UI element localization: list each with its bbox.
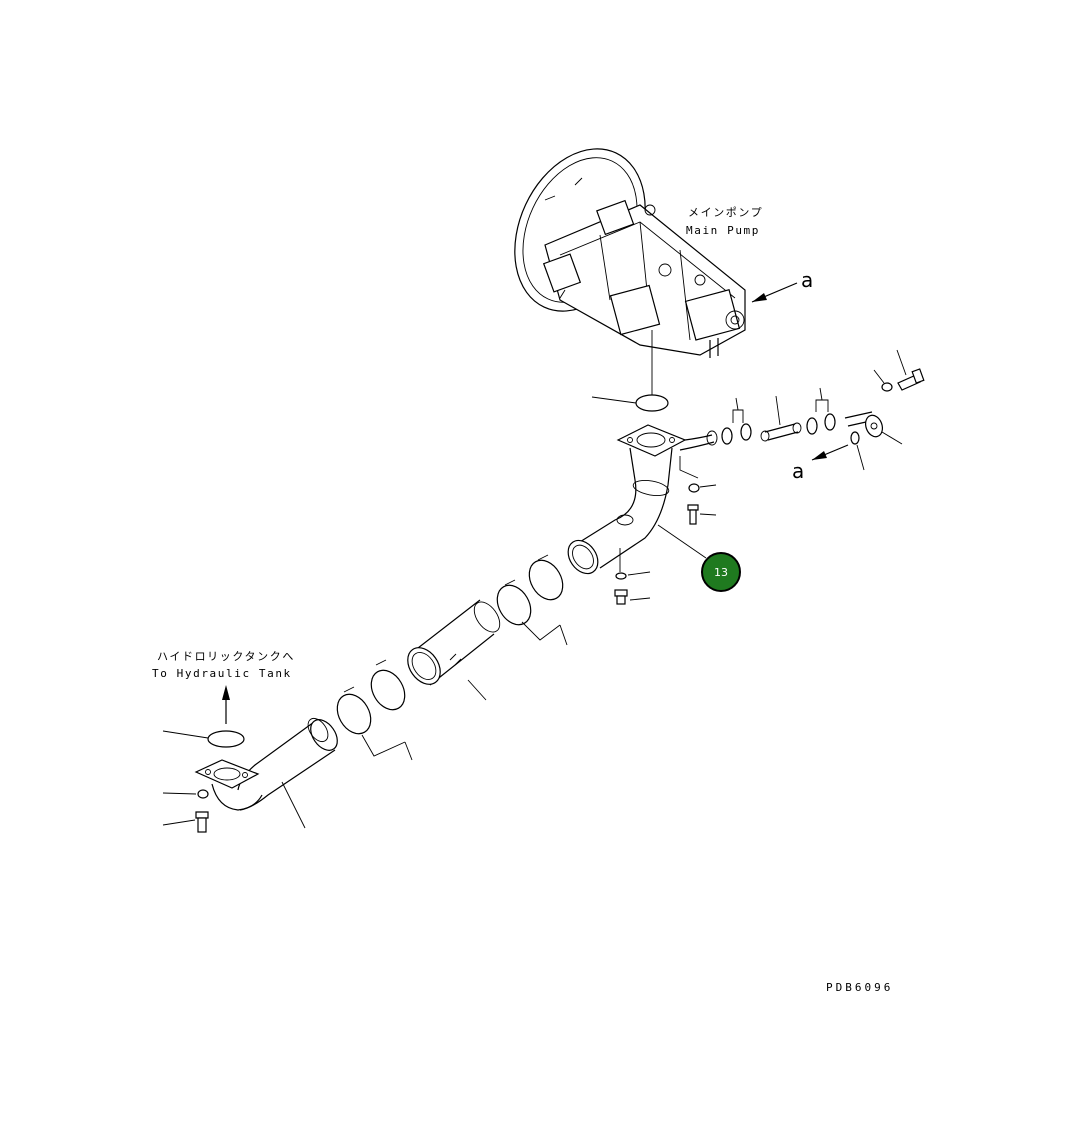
drain-hose-assembly xyxy=(721,349,925,471)
main-pump xyxy=(514,148,746,395)
main-pump-label-en: Main Pump xyxy=(686,224,760,237)
rubber-hose xyxy=(407,599,501,701)
arrow-up-icon xyxy=(222,685,230,724)
upper-elbow-pipe xyxy=(567,424,718,575)
lower-clamps xyxy=(336,659,413,761)
callout-number: 13 xyxy=(714,566,728,579)
lower-elbow-pipe xyxy=(194,717,338,829)
view-arrow-icon xyxy=(751,282,798,303)
o-ring-pump xyxy=(591,394,669,412)
washer-bolt-upper xyxy=(679,456,717,525)
main-pump-label-jp: メインポンプ xyxy=(688,206,763,219)
washer-bolt-lower xyxy=(162,789,209,833)
plug-bolt-lower xyxy=(614,571,651,605)
tank-label-jp: ハイドロリックタンクへ xyxy=(157,650,295,663)
o-ring-lower xyxy=(162,730,245,748)
drawing-code: PDB6096 xyxy=(826,981,893,994)
view-a-label-bottom: a xyxy=(792,459,804,483)
view-a-label-top: a xyxy=(801,268,813,292)
view-arrow-icon xyxy=(811,444,849,461)
tank-label-en: To Hydraulic Tank xyxy=(152,667,292,680)
callout-badge[interactable]: 13 xyxy=(701,552,741,592)
middle-clamps xyxy=(496,554,568,646)
